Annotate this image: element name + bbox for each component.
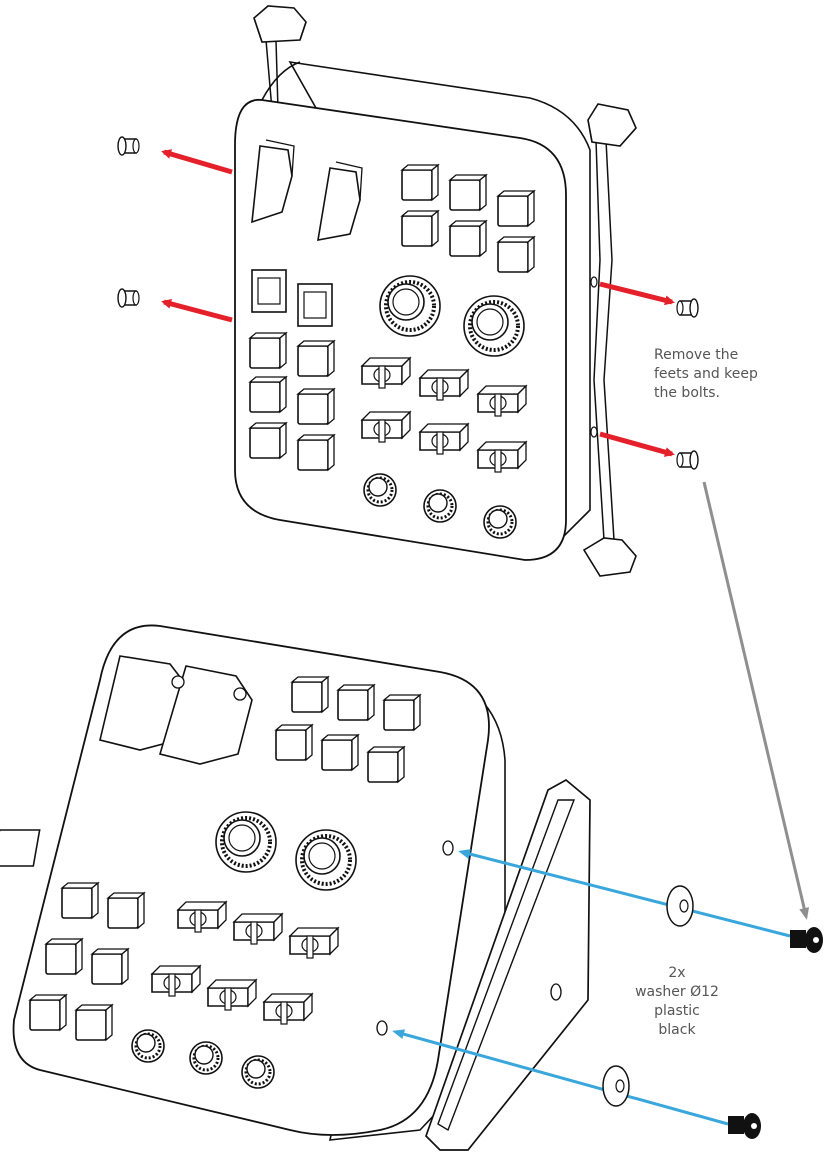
remove-note-line: the bolts. [654, 385, 721, 401]
mount-arrow [458, 849, 791, 938]
washer-note-line: washer Ø12 [635, 984, 719, 1000]
bolt-icon [676, 450, 699, 470]
foot-icon [253, 5, 307, 111]
bolt-icon [117, 136, 140, 156]
washer-note-line: 2x [668, 965, 686, 981]
top-panel-unit [234, 5, 637, 577]
washer-icon [602, 1065, 630, 1107]
mounting-hardware [392, 849, 823, 1139]
removal-arrow [599, 431, 675, 457]
foot-icon [582, 103, 637, 577]
bracket-plate [425, 778, 591, 1151]
remove-note-line: Remove the [654, 347, 739, 363]
remove-note-line: feets and keep [654, 366, 758, 382]
washer-note-line: black [658, 1022, 696, 1038]
washer-icon [666, 885, 694, 927]
bolt-icon [790, 927, 823, 953]
removal-arrow [161, 149, 233, 175]
removal-arrow [599, 281, 675, 306]
washer-note: 2x washer Ø12 plastic black [622, 964, 732, 1040]
remove-feet-note: Remove the feets and keep the bolts. [654, 346, 758, 403]
bolt-icon [676, 298, 699, 318]
removed-bolts [117, 136, 699, 470]
mount-arrow [392, 1029, 729, 1126]
washer-note-line: plastic [654, 1003, 700, 1019]
bottom-panel-unit [0, 624, 506, 1141]
bolt-icon [117, 288, 140, 308]
removal-arrow [161, 298, 233, 323]
bolt-icon [728, 1113, 761, 1139]
transfer-arrow [702, 481, 810, 920]
